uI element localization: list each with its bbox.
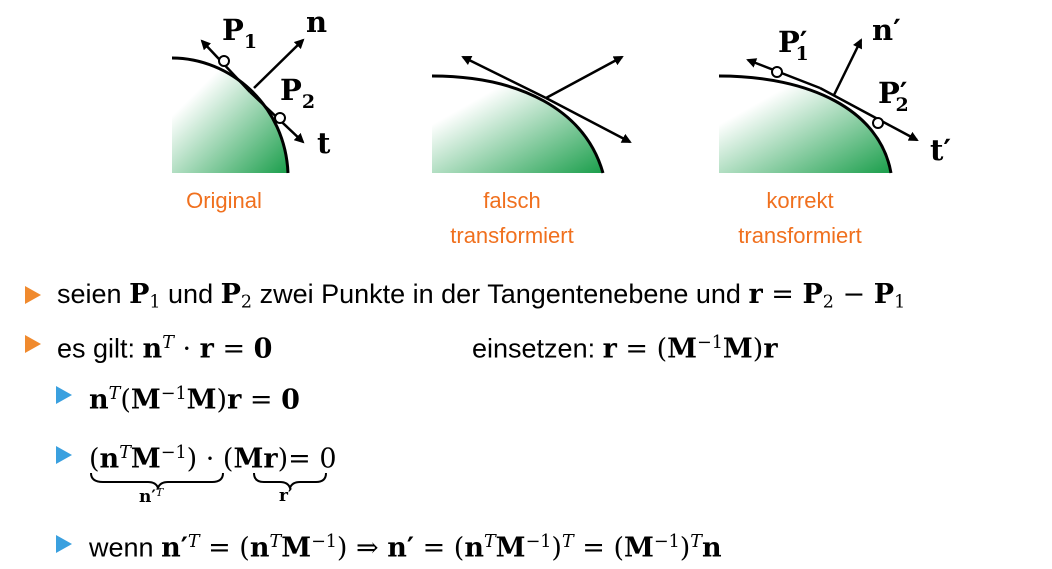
label-t: t: [317, 126, 331, 160]
label-t-prime: t′: [930, 133, 951, 167]
underbrace-label-1: n′T: [139, 486, 164, 508]
bullet-2-left: es gilt: nT · r = 0: [57, 333, 273, 365]
label-p1-prime: P′1: [778, 25, 809, 65]
underbrace-1: [90, 472, 224, 490]
wrong-normal: [545, 55, 624, 100]
surface-wrong: [432, 76, 603, 173]
figure-wrong: [431, 55, 632, 174]
surface-correct: [719, 76, 891, 173]
bullet-3: nT(M−1M)r = 0: [89, 384, 300, 416]
label-p2: P2: [280, 73, 315, 113]
wrong-tangent-down: [545, 96, 632, 144]
underbraces: [90, 472, 327, 490]
figure-correct: P′1 n′ P′2 t′: [718, 13, 951, 174]
bullet-2-right: einsetzen: r = (M−1M)r: [472, 333, 778, 365]
caption-original: Original: [186, 188, 262, 213]
bullet-marker-4: [56, 446, 72, 464]
bullet-marker-3: [56, 386, 72, 404]
label-n: n: [306, 5, 327, 39]
normal-arrow: [253, 38, 305, 89]
correct-normal: [832, 38, 863, 96]
underbrace-2: [253, 472, 327, 490]
bullet-1: seien P1 und P2 zwei Punkte in der Tange…: [57, 279, 906, 313]
bullet-marker-5: [56, 535, 72, 553]
label-p2-prime: P′2: [878, 76, 909, 116]
correct-tangent-up: [746, 58, 821, 90]
underbrace-label-2: r′: [279, 486, 293, 506]
caption-wrong: falsch transformiert: [450, 188, 574, 248]
correct-tangent-down: [819, 86, 919, 142]
wrong-tangent-up: [461, 55, 547, 100]
caption-correct: korrekt transformiert: [738, 188, 862, 248]
label-p1: P1: [222, 13, 257, 53]
figure-original: P1 n P2 t: [171, 5, 331, 174]
surface-original: [172, 58, 288, 173]
label-n-prime: n′: [872, 13, 901, 47]
point-p2-prime: [872, 117, 884, 129]
bullet-4: (nTM−1) · (Mr)= 0: [89, 443, 337, 475]
point-p2: [274, 112, 286, 124]
point-p1: [218, 55, 230, 67]
figures-panel: P1 n P2 t P′1 n′ P′2 t′: [171, 5, 951, 174]
point-p1-prime: [771, 66, 783, 78]
bullet-marker-1: [25, 286, 41, 304]
bullet-marker-2: [25, 335, 41, 353]
bullet-5: wenn n′T = (nTM−1) ⇒ n′ = (nTM−1)T = (M−…: [89, 532, 722, 564]
